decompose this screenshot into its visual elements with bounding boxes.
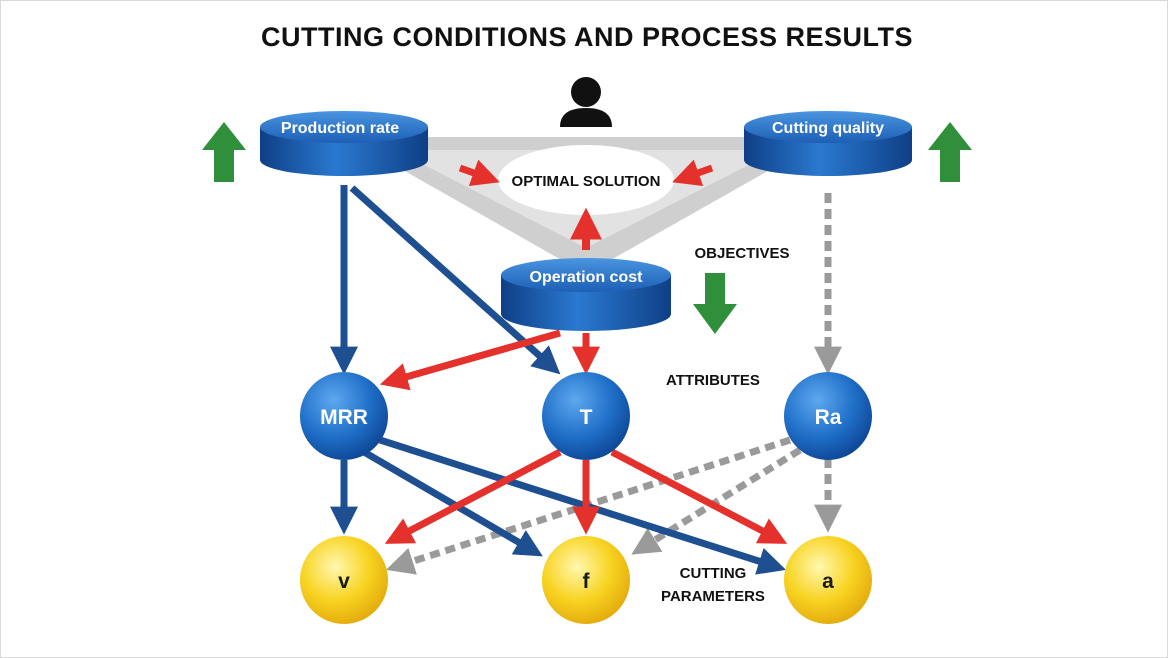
person-icon bbox=[560, 77, 612, 127]
arrow-up-icon bbox=[202, 122, 246, 182]
objectives-label: OBJECTIVES bbox=[694, 245, 789, 262]
a-label: a bbox=[822, 570, 834, 593]
f-label: f bbox=[583, 570, 591, 593]
a-node: a bbox=[784, 536, 872, 624]
attributes-label: ATTRIBUTES bbox=[666, 372, 760, 389]
cutting-quality-objective: Cutting quality bbox=[744, 111, 912, 176]
cutting-quality-label: Cutting quality bbox=[772, 120, 884, 137]
mrr-label: MRR bbox=[320, 406, 368, 429]
ra-label: Ra bbox=[815, 406, 842, 429]
optimal-inflow-arrows bbox=[458, 159, 714, 250]
ra-node: Ra bbox=[784, 372, 872, 460]
quality-dependency-arrows bbox=[386, 193, 842, 575]
diagram-title: CUTTING CONDITIONS AND PROCESS RESULTS bbox=[261, 22, 913, 52]
optimal-solution: OPTIMAL SOLUTION bbox=[498, 145, 674, 215]
t-node: T bbox=[542, 372, 630, 460]
v-label: v bbox=[338, 570, 350, 593]
production-dependency-arrows bbox=[330, 185, 787, 575]
production-rate-objective: Production rate bbox=[260, 111, 428, 176]
operation-cost-objective: Operation cost bbox=[501, 258, 671, 331]
parameters-label-line1: CUTTING bbox=[680, 565, 747, 582]
operation-cost-label: Operation cost bbox=[530, 269, 644, 286]
arrow-up-icon bbox=[928, 122, 972, 182]
optimal-solution-label: OPTIMAL SOLUTION bbox=[512, 173, 661, 190]
f-node: f bbox=[542, 536, 630, 624]
t-label: T bbox=[580, 406, 593, 429]
arrow-down-icon bbox=[693, 273, 737, 334]
v-node: v bbox=[300, 536, 388, 624]
production-rate-label: Production rate bbox=[281, 120, 399, 137]
cost-dependency-arrows bbox=[379, 329, 788, 544]
parameters-label-line2: PARAMETERS bbox=[661, 588, 765, 605]
mrr-node: MRR bbox=[300, 372, 388, 460]
